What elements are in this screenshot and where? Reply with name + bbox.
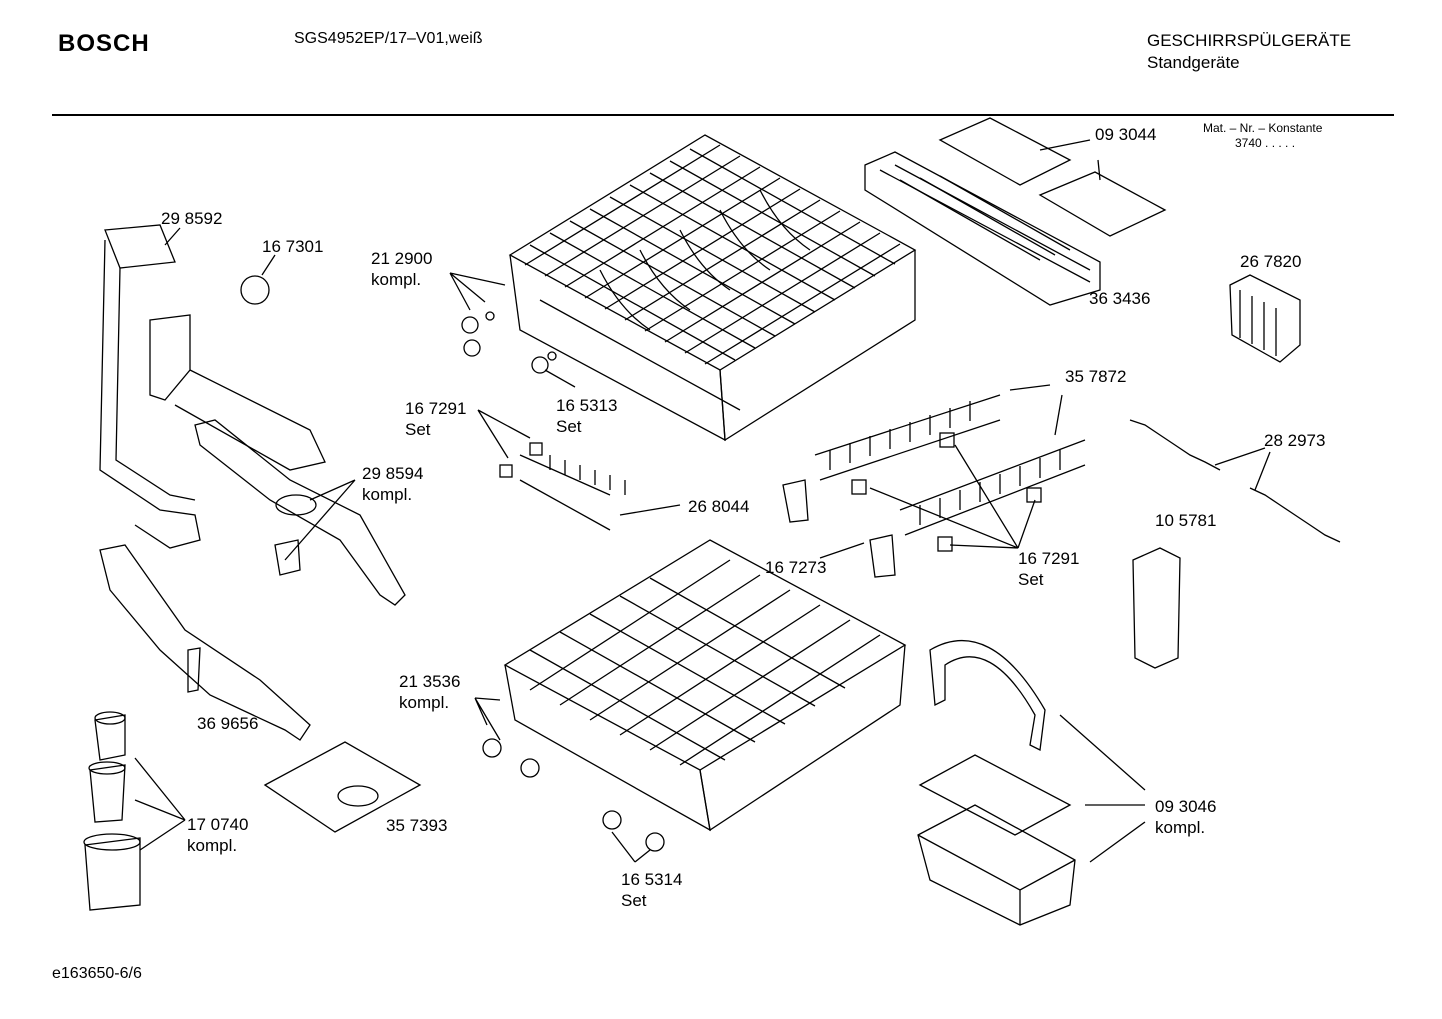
part-369656-label: 36 9656 — [197, 713, 258, 734]
category-block: GESCHIRRSPÜLGERÄTE Standgeräte — [1147, 30, 1351, 74]
part-093046-label: 09 3046 kompl. — [1155, 796, 1216, 838]
part-note: Set — [621, 891, 647, 910]
cutlery-basket-drawing — [917, 640, 1076, 926]
category-subtitle: Standgeräte — [1147, 53, 1240, 72]
part-number: 09 3046 — [1155, 797, 1217, 816]
part-357872-label: 35 7872 — [1065, 366, 1126, 387]
part-212900-label: 21 2900 kompl. — [371, 248, 432, 290]
part-number: 35 7872 — [1065, 367, 1127, 386]
matnr-value-row: 3740 . . . . . — [1235, 136, 1296, 150]
part-number: 36 3436 — [1089, 289, 1151, 308]
part-number: 21 3536 — [399, 672, 461, 691]
brand-logo: BOSCH — [58, 30, 150, 57]
part-298594-label: 29 8594 kompl. — [362, 463, 423, 505]
document-code: e163650-6/6 — [52, 965, 142, 982]
part-number: 26 8044 — [688, 497, 750, 516]
category-title: GESCHIRRSPÜLGERÄTE — [1147, 31, 1352, 50]
part-note: kompl. — [399, 693, 450, 712]
part-363436-label: 36 3436 — [1089, 288, 1150, 309]
model-number: SGS4952EP/17–V01,weiß — [294, 30, 483, 47]
part-number: 35 7393 — [386, 816, 448, 835]
cutlery-container-drawing — [1132, 547, 1181, 669]
part-number: 16 7291 — [405, 399, 467, 418]
part-note: kompl. — [371, 270, 422, 289]
leader-lines — [134, 139, 1271, 863]
cup-shelf-drawing — [1129, 419, 1341, 543]
part-167273-label: 16 7273 — [765, 557, 826, 578]
part-note: Set — [1018, 570, 1044, 589]
matnr-block: Mat. – Nr. – Konstante 3740 . . . . . — [1203, 121, 1322, 151]
part-number: 16 7291 — [1018, 549, 1080, 568]
part-number: 36 9656 — [197, 714, 259, 733]
matnr-value: 3740 — [1235, 136, 1262, 150]
upper-basket-drawing — [461, 134, 917, 442]
cutlery-tray-drawing — [864, 117, 1167, 306]
part-298592-label: 29 8592 — [161, 208, 222, 229]
part-267820-label: 26 7820 — [1240, 251, 1301, 272]
part-213536-label: 21 3536 kompl. — [399, 671, 460, 713]
part-number: 10 5781 — [1155, 511, 1217, 530]
part-number: 16 5313 — [556, 396, 618, 415]
part-note: kompl. — [187, 836, 238, 855]
part-number: 29 8594 — [362, 464, 424, 483]
part-number: 16 5314 — [621, 870, 683, 889]
part-note: Set — [556, 417, 582, 436]
part-note: kompl. — [362, 485, 413, 504]
matnr-label: Mat. – Nr. – Konstante — [1203, 121, 1323, 135]
part-number: 17 0740 — [187, 815, 249, 834]
part-number: 26 7820 — [1240, 252, 1302, 271]
part-268044-label: 26 8044 — [688, 496, 749, 517]
part-number: 16 7273 — [765, 558, 827, 577]
part-093044-label: 09 3044 — [1095, 124, 1156, 145]
header-divider — [52, 114, 1394, 116]
part-number: 16 7301 — [262, 237, 324, 256]
part-number: 21 2900 — [371, 249, 433, 268]
part-357393-label: 35 7393 — [386, 815, 447, 836]
part-number: 29 8592 — [161, 209, 223, 228]
part-number: 09 3044 — [1095, 125, 1157, 144]
lower-basket-drawing — [482, 539, 907, 852]
part-170740-label: 17 0740 kompl. — [187, 814, 248, 856]
part-282973-label: 28 2973 — [1264, 430, 1325, 451]
part-note: Set — [405, 420, 431, 439]
part-167301-label: 16 7301 — [262, 236, 323, 257]
spray-arm-drawing — [99, 224, 406, 741]
part-105781-label: 10 5781 — [1155, 510, 1216, 531]
part-number: 28 2973 — [1264, 431, 1326, 450]
part-note: kompl. — [1155, 818, 1206, 837]
small-cutlery-basket-drawing — [1229, 274, 1301, 363]
rails-drawing — [499, 394, 1086, 578]
filter-drawing — [83, 711, 422, 911]
